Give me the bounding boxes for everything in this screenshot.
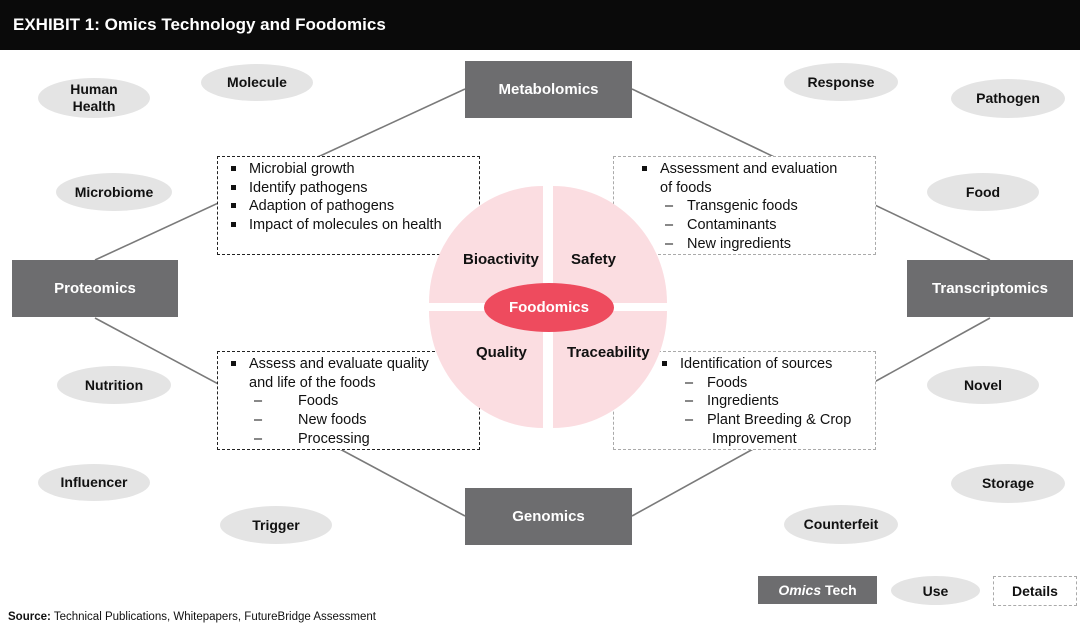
use-label: Counterfeit [803,516,879,532]
detail-bullet-continued: and life of the foods [249,374,376,391]
legend-details-label: Details [1012,583,1058,599]
source-label: Source: [8,611,51,623]
omics-proteomics: Proteomics [12,260,178,317]
exhibit-title: EXHIBIT 1: Omics Technology and Foodomic… [13,15,386,34]
foodomics-label: Foodomics [508,299,589,316]
use-label: Novel [963,376,1003,393]
detail-bullet: Impact of molecules on health [228,216,479,235]
omics-genomics: Genomics [465,488,632,545]
quadrant-label: Safety [571,251,617,268]
omics-label: Genomics [512,508,585,525]
foodomics-ellipse: Foodomics [484,283,614,332]
use-label: Nutrition [84,376,144,393]
use-label: Molecule [227,74,287,90]
source-text: Technical Publications, Whitepapers, Fut… [50,611,376,623]
detail-bullet: Assessment and evaluation [639,160,875,179]
omics-label: Proteomics [54,280,136,297]
use-trigger: Trigger [220,506,332,544]
use-storage: Storage [951,464,1065,503]
use-influencer: Influencer [38,464,150,501]
detail-sub-item: Contaminants [639,216,875,235]
use-label: Response [807,73,875,90]
use-label: Human Health [70,81,118,114]
detail-bullet: Identification of sources [659,355,875,374]
use-human-health: Human Health [38,78,150,118]
details-bottom-right: Identification of sources Foods Ingredie… [613,351,876,450]
detail-bullet-continued: of foods [660,179,712,196]
detail-bullet: Adaption of pathogens [228,197,479,216]
detail-sub-item: Plant Breeding & Crop [659,411,875,430]
use-pathogen: Pathogen [951,79,1065,118]
detail-sub-item: Foods [659,374,875,393]
exhibit-header: EXHIBIT 1: Omics Technology and Foodomic… [0,0,1080,50]
detail-sub-item-continued: Improvement [712,430,797,447]
use-microbiome: Microbiome [56,173,172,211]
use-response: Response [784,63,898,101]
use-novel: Novel [927,366,1039,404]
legend-omics-rest: Tech [821,582,857,598]
use-label: Storage [981,475,1035,491]
detail-sub-item: Ingredients [659,392,875,411]
detail-bullet: Identify pathogens [228,179,479,198]
omics-label: Transcriptomics [932,280,1048,297]
use-counterfeit: Counterfeit [784,505,898,544]
quadrant-label: Traceability [567,344,650,361]
legend-use: Use [891,576,980,605]
details-top-right: Assessment and evaluation of foods Trans… [613,156,876,255]
use-label: Pathogen [976,90,1040,106]
use-molecule: Molecule [201,64,313,101]
use-label: Microbiome [74,183,154,200]
use-food: Food [927,173,1039,211]
detail-bullet: Microbial growth [228,160,479,179]
omics-label: Metabolomics [498,81,599,98]
quadrant-label: Quality [476,344,527,361]
details-bottom-left: Assess and evaluate quality and life of … [217,351,480,450]
legend-details: Details [993,576,1077,606]
details-top-left: Microbial growth Identify pathogens Adap… [217,156,480,255]
omics-metabolomics: Metabolomics [465,61,632,118]
detail-sub-item: New ingredients [639,235,875,254]
detail-sub-item: New foods [228,411,479,430]
quadrant-label: Bioactivity [463,251,539,268]
legend-omics-tech: Omics Tech [758,576,877,604]
use-label: Food [965,183,1001,200]
use-nutrition: Nutrition [57,366,171,404]
detail-sub-item: Transgenic foods [639,197,875,216]
detail-sub-item: Foods [228,392,479,411]
omics-transcriptomics: Transcriptomics [907,260,1073,317]
legend-use-label: Use [922,582,949,599]
detail-bullet: Assess and evaluate quality [228,355,479,374]
quadrant-traceability: Traceability [553,311,667,428]
detail-sub-item: Processing [228,430,479,449]
use-label: Influencer [60,474,128,490]
source-note: Source: Technical Publications, Whitepap… [8,611,376,623]
legend-omics-italic: Omics [778,582,822,598]
use-label: Trigger [252,516,300,533]
